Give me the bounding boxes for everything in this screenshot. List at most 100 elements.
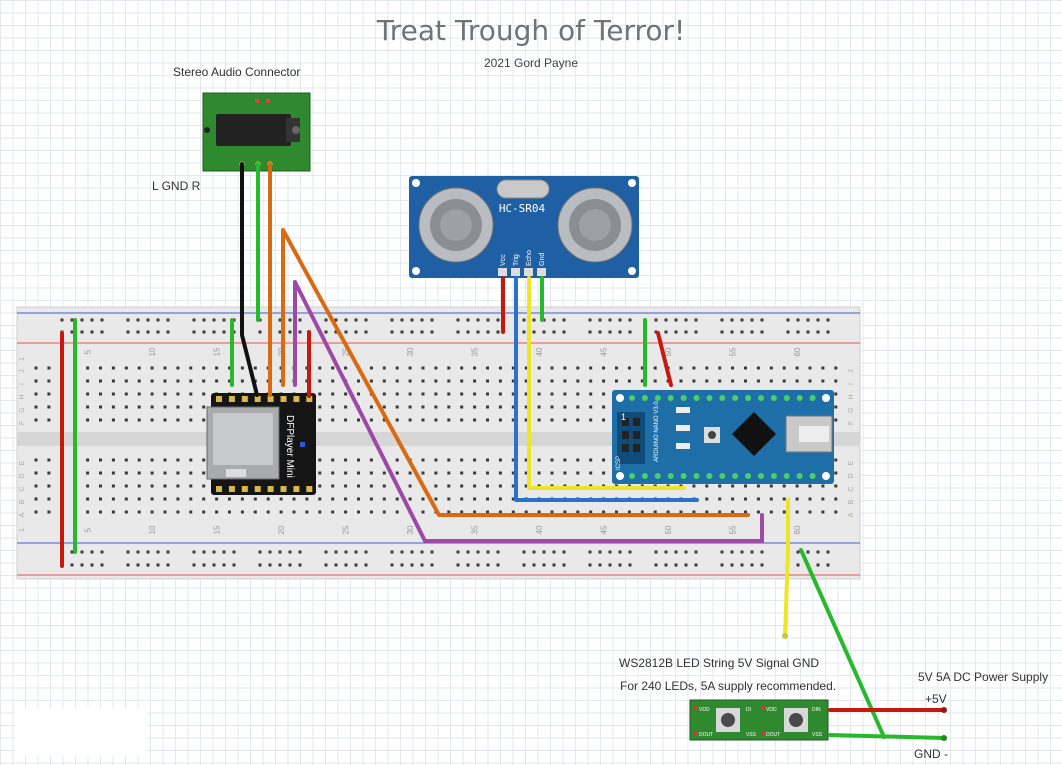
hole	[782, 484, 786, 488]
column-number: 60	[793, 347, 802, 356]
column-number: 15	[213, 525, 222, 534]
hole	[524, 405, 528, 409]
nano-pin	[654, 473, 661, 479]
rail-hole	[212, 550, 216, 554]
hole	[524, 484, 528, 488]
rail-hole	[136, 318, 140, 322]
hole	[395, 497, 399, 501]
hole	[137, 379, 141, 383]
rail-hole	[486, 563, 490, 567]
rail-hole	[618, 330, 622, 334]
hole	[189, 484, 193, 488]
rail-hole	[278, 550, 282, 554]
rail-hole	[146, 563, 150, 567]
hole	[795, 497, 799, 501]
rail-hole	[522, 563, 526, 567]
hole	[150, 418, 154, 422]
rail-hole	[628, 318, 632, 322]
hole	[731, 510, 735, 514]
hole	[253, 510, 257, 514]
row-letter: C	[19, 486, 26, 491]
row-letter: J	[848, 369, 855, 373]
hole	[357, 510, 360, 514]
sensor-pin-gnd: Gnd	[539, 253, 546, 266]
hole	[47, 418, 51, 422]
hole	[524, 392, 528, 396]
hole	[460, 497, 464, 501]
hole	[111, 458, 115, 462]
hole	[47, 392, 51, 396]
rail-hole	[364, 563, 368, 567]
hole	[447, 392, 451, 396]
column-number: 50	[664, 347, 673, 356]
hole	[163, 418, 167, 422]
rail-hole	[70, 550, 74, 554]
hole	[589, 510, 593, 514]
hole	[163, 484, 167, 488]
rail-hole	[344, 563, 348, 567]
hole	[486, 458, 489, 462]
hole	[34, 418, 38, 422]
hole	[408, 405, 412, 409]
hole	[537, 458, 541, 462]
nano-pin	[732, 473, 739, 479]
hole	[150, 366, 154, 370]
hole	[408, 366, 412, 370]
hole	[834, 392, 838, 396]
hole	[782, 497, 786, 501]
hole	[344, 405, 348, 409]
hole	[795, 366, 799, 370]
rail-hole	[146, 318, 150, 322]
hole	[331, 392, 335, 396]
rail-hole	[532, 330, 536, 334]
hole	[769, 366, 773, 370]
sensor-pin-trig: Trig	[513, 254, 520, 266]
hole	[228, 366, 231, 370]
rail-hole	[166, 563, 170, 567]
column-number: 20	[277, 525, 286, 534]
hole	[163, 392, 167, 396]
hole	[473, 458, 477, 462]
rail-hole	[100, 318, 104, 322]
rail-hole	[298, 330, 302, 334]
rail-hole	[562, 563, 566, 567]
hole	[47, 484, 51, 488]
hole	[99, 497, 102, 501]
rail-hole	[522, 330, 526, 334]
rail-hole	[750, 330, 754, 334]
hole	[447, 471, 451, 475]
column-number: 25	[342, 525, 351, 534]
nano-pin	[796, 473, 803, 479]
hole	[34, 458, 38, 462]
hole	[511, 458, 515, 462]
hole	[318, 458, 322, 462]
hole	[550, 366, 554, 370]
hole	[202, 379, 206, 383]
column-number: 55	[729, 525, 738, 534]
hole	[331, 405, 335, 409]
hole	[447, 484, 451, 488]
hole	[589, 392, 593, 396]
rail-hole	[654, 563, 658, 567]
rail-hole	[740, 318, 744, 322]
rail-hole	[694, 563, 698, 567]
edge-number: 1	[19, 357, 26, 361]
hole	[795, 484, 799, 488]
rail-hole	[354, 330, 358, 334]
hole	[318, 366, 322, 370]
hole	[498, 497, 502, 501]
rail-hole	[730, 563, 734, 567]
hole	[537, 366, 541, 370]
hole	[563, 418, 567, 422]
rail-hole	[628, 550, 632, 554]
hole	[344, 392, 348, 396]
rail-hole	[826, 330, 830, 334]
hole	[253, 497, 257, 501]
hole	[589, 458, 593, 462]
rail-hole	[90, 563, 94, 567]
hole	[137, 471, 141, 475]
edge-number: 1	[19, 528, 26, 532]
hole	[331, 458, 335, 462]
hole	[163, 458, 167, 462]
rail-hole	[324, 318, 328, 322]
